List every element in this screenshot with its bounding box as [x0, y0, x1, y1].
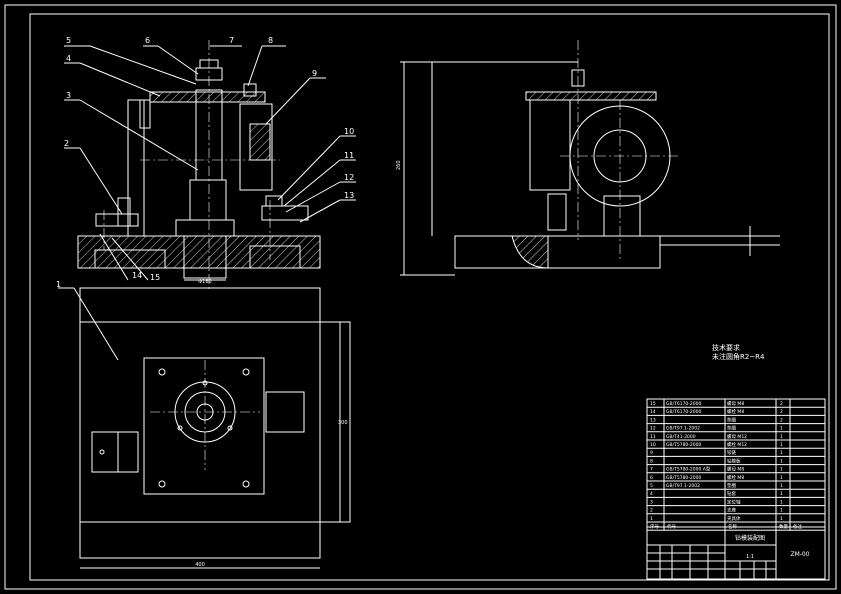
- bom-cell-name: 支座: [727, 507, 736, 514]
- bom-cell-no: 6: [650, 475, 653, 481]
- callout-3: 3: [66, 91, 71, 100]
- bom-cell-code: GB/T6170-2000: [666, 401, 702, 407]
- bom-cell-qty: 2: [780, 409, 783, 415]
- bom-cell-qty: 1: [780, 450, 783, 456]
- bom-cell-qty: 2: [780, 401, 783, 407]
- dim-plan-width: 400: [195, 562, 205, 568]
- dim-plan-height: 300: [338, 420, 348, 426]
- callout-12: 12: [344, 173, 354, 182]
- callout-2: 2: [64, 139, 69, 148]
- title-block-drawing-no: ZM-00: [790, 551, 809, 558]
- callout-15: 15: [150, 273, 160, 282]
- bom-cell-qty: 1: [780, 491, 783, 497]
- bom-cell-code: GB/T6170-2000: [666, 409, 702, 415]
- callout-7: 7: [229, 36, 234, 45]
- bom-cell-no: 11: [650, 434, 656, 440]
- bom-cell-name: 螺栓 M12: [727, 441, 747, 448]
- bom-cell-qty: 1: [780, 426, 783, 432]
- bom-cell-name: 螺栓 M8: [727, 474, 744, 481]
- bom-cell-no: 7: [650, 467, 653, 473]
- bom-cell-qty: 1: [780, 434, 783, 440]
- callout-10: 10: [344, 127, 354, 136]
- bom-cell-code: GB/T41-2000: [666, 434, 696, 440]
- callout-1: 1: [56, 280, 61, 289]
- plan-view: 400 300: [79, 287, 351, 569]
- callout-8: 8: [268, 36, 273, 45]
- leader-lines: [58, 45, 356, 361]
- title-block: 钻模装配图 ZM-00 1:1: [646, 526, 826, 580]
- bom-cell-qty: 1: [780, 516, 783, 522]
- inner-border: [29, 13, 830, 581]
- bom-cell-no: 10: [650, 442, 656, 448]
- side-view: 260: [396, 40, 780, 276]
- bom-cell-name: 铰链: [727, 449, 736, 456]
- bom-cell-name: 螺母 M8: [727, 400, 744, 407]
- bom-cell-no: 9: [650, 450, 653, 456]
- callout-4: 4: [66, 54, 71, 63]
- bom-cell-code: GB/T5780-2000: [666, 475, 702, 481]
- dim-side-height: 260: [396, 160, 402, 170]
- bom-cell-no: 2: [650, 508, 653, 514]
- bom-cell-no: 15: [650, 401, 656, 407]
- bom-cell-code: GB/T5780-2000 A型: [666, 466, 711, 473]
- bom-cell-qty: 1: [780, 499, 783, 505]
- callout-6: 6: [145, 36, 150, 45]
- dim-base-bottom: Φ180: [198, 279, 211, 285]
- bom-cell-name: 螺栓 M8: [727, 408, 744, 415]
- bom-cell-no: 13: [650, 417, 656, 423]
- bom-cell-name: 螺母 M12: [727, 433, 747, 440]
- bom-cell-name: 钻套: [727, 490, 736, 497]
- bom-cell-name: 垫圈: [727, 416, 736, 423]
- notes-line1: 未注圆角R2~R4: [712, 352, 765, 361]
- bom-cell-qty: 1: [780, 508, 783, 514]
- notes-title: 技术要求: [712, 343, 740, 352]
- bom-cell-code: GB/T97.1-2002: [666, 426, 700, 432]
- callout-13: 13: [344, 191, 354, 200]
- bom-cell-qty: 2: [780, 417, 783, 423]
- bom-cell-code: GB/T97.1-2002: [666, 483, 700, 489]
- callout-5: 5: [66, 36, 71, 45]
- bom-cell-no: 5: [650, 483, 653, 489]
- front-view: Φ180: [77, 40, 321, 290]
- bom-cell-name: 垫圈: [727, 482, 736, 489]
- bom-cell-name: 垫圈: [727, 425, 736, 432]
- bom-cell-code: GB/T5780-2000: [666, 442, 702, 448]
- outer-border: [4, 4, 837, 590]
- bom-cell-qty: 1: [780, 458, 783, 464]
- bom-cell-no: 8: [650, 458, 653, 464]
- callout-labels: 1 2 3 4 5 6 7 8 9 10 11 12 13 14 15: [56, 36, 354, 289]
- title-block-name: 钻模装配图: [735, 534, 765, 542]
- bom-cell-qty: 1: [780, 442, 783, 448]
- bom-cell-qty: 1: [780, 483, 783, 489]
- bom-cell-no: 3: [650, 499, 653, 505]
- bom-cell-qty: 1: [780, 467, 783, 473]
- callout-14: 14: [132, 271, 142, 280]
- bom-cell-name: 螺母 M8: [727, 466, 744, 473]
- bom-cell-name: 夹具体: [727, 515, 741, 522]
- bom-cell-name: 定位轴: [727, 498, 741, 505]
- callout-9: 9: [312, 69, 317, 78]
- bom-cell-name: 钻模板: [727, 457, 741, 464]
- title-block-scale: 1:1: [746, 554, 754, 560]
- bom-cell-qty: 1: [780, 475, 783, 481]
- bom-cell-no: 4: [650, 491, 653, 497]
- callout-11: 11: [344, 151, 354, 160]
- bom-cell-no: 14: [650, 409, 656, 415]
- bom-cell-no: 1: [650, 516, 653, 522]
- bom-cell-no: 12: [650, 426, 656, 432]
